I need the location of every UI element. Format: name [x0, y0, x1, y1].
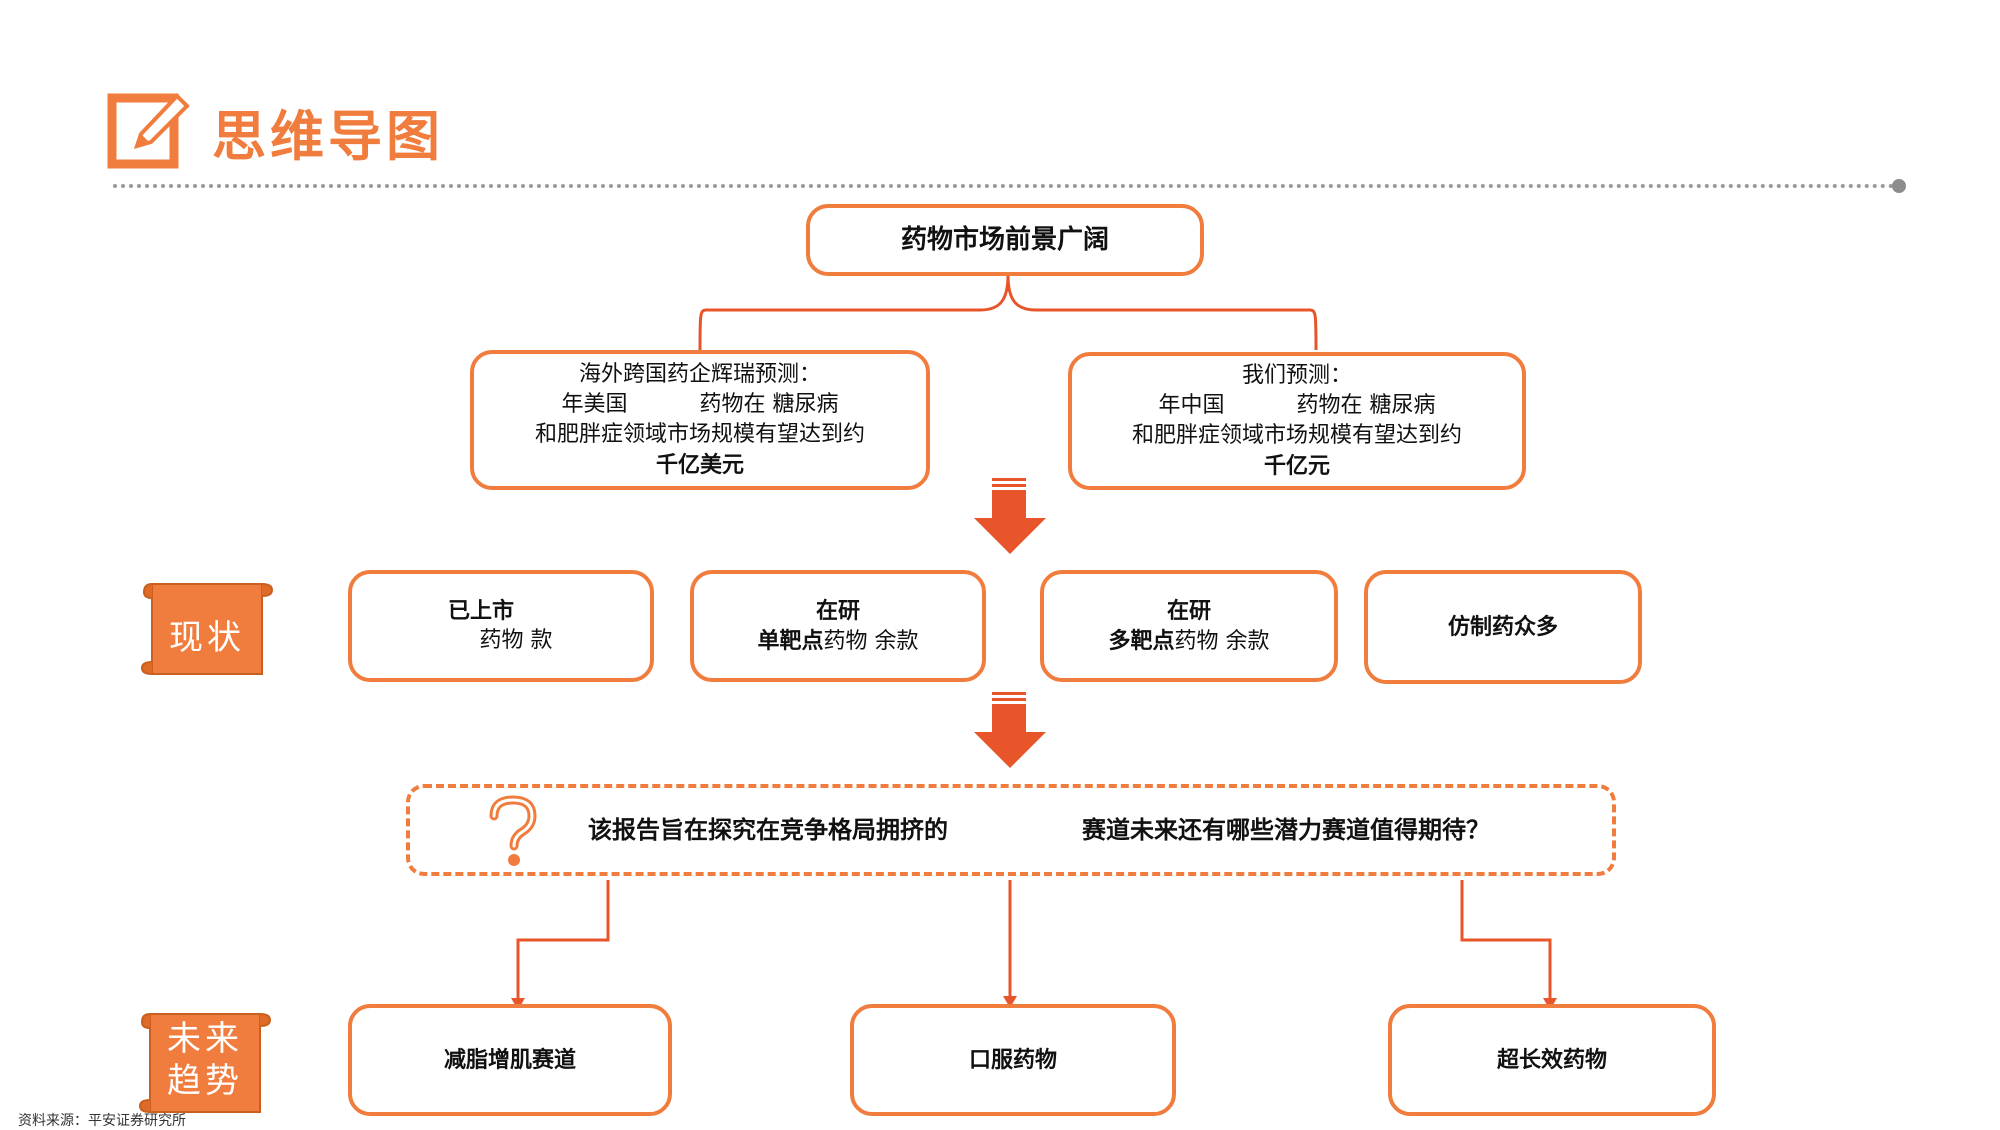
pencil-edit-icon — [107, 93, 190, 169]
forecast-right: 我们预测： 年中国 药物在 糖尿病 和肥胖症领域市场规模有望达到约 千亿元 — [1068, 352, 1526, 490]
divider-end-dot — [1892, 179, 1906, 193]
top-node-label: 药物市场前景广阔 — [900, 225, 1109, 255]
forecast-right-line1: 我们预测： — [1241, 363, 1352, 388]
forecast-left-line3: 和肥胖症领域市场规模有望达到约 — [534, 422, 865, 447]
top-node: 药物市场前景广阔 — [806, 204, 1204, 276]
question-part2: 赛道未来还有哪些潜力赛道值得期待？ — [1082, 815, 1490, 844]
status-box-generics: 仿制药众多 — [1364, 570, 1642, 684]
source-note: 资料来源：平安证券研究所 — [18, 1113, 186, 1129]
future-box-long-acting: 超长效药物 — [1388, 1004, 1716, 1116]
question-part1: 该报告旨在探究在竞争格局拥挤的 — [588, 815, 948, 844]
question-mark-icon — [489, 795, 537, 866]
status-label: 现状 — [169, 618, 245, 658]
status-box-multi-target: 在研 多靶点药物 余款 — [1040, 570, 1338, 682]
status-box-single-target: 在研 单靶点药物 余款 — [690, 570, 986, 682]
future-box-label: 超长效药物 — [1496, 1047, 1607, 1073]
forecast-left-line4: 千亿美元 — [655, 452, 744, 478]
future-label: 未来 趋势 — [150, 1018, 260, 1102]
status-box-line2: 药物 余款 — [823, 628, 919, 654]
down-arrow-icon — [974, 692, 1046, 768]
question-box — [406, 784, 1616, 876]
forecast-right-line3: 和肥胖症领域市场规模有望达到约 — [1131, 423, 1462, 448]
down-arrow-icon — [974, 478, 1046, 554]
status-box-line1: 在研 — [1166, 597, 1211, 624]
page-title: 思维导图 — [212, 105, 444, 168]
future-box-oral: 口服药物 — [850, 1004, 1176, 1116]
scroll-icon — [140, 583, 274, 675]
future-label-line1: 未来 — [167, 1019, 243, 1059]
status-box-line1: 在研 — [815, 597, 860, 624]
forecast-left: 海外跨国药企辉瑞预测： 年美国 药物在 糖尿病 和肥胖症领域市场规模有望达到约 千… — [470, 350, 930, 490]
forecast-right-line2b: 药物在 糖尿病 — [1296, 393, 1436, 418]
status-box-line1: 仿制药众多 — [1447, 614, 1558, 640]
forecast-left-line1: 海外跨国药企辉瑞预测： — [578, 362, 821, 387]
status-box-line2: 药物 款 — [479, 628, 553, 653]
future-box-fat-loss: 减脂增肌赛道 — [348, 1004, 672, 1116]
divider — [113, 184, 1895, 188]
scroll-icon — [138, 1013, 272, 1113]
future-box-label: 减脂增肌赛道 — [443, 1047, 576, 1073]
future-label-line2: 趋势 — [167, 1061, 243, 1101]
status-box-line2: 药物 余款 — [1174, 628, 1270, 654]
forecast-left-line2a: 年美国 — [561, 392, 628, 417]
status-box-line1: 已上市 — [447, 598, 514, 624]
status-box-line2-bold: 多靶点 — [1108, 627, 1175, 654]
forecast-left-line2b: 药物在 糖尿病 — [699, 392, 839, 417]
status-box-listed: 已上市 药物 款 — [348, 570, 654, 682]
forecast-right-line2a: 年中国 — [1158, 393, 1225, 418]
future-box-label: 口服药物 — [968, 1047, 1057, 1073]
status-box-line2-bold: 单靶点 — [757, 627, 824, 654]
forecast-right-line4: 千亿元 — [1263, 453, 1330, 479]
